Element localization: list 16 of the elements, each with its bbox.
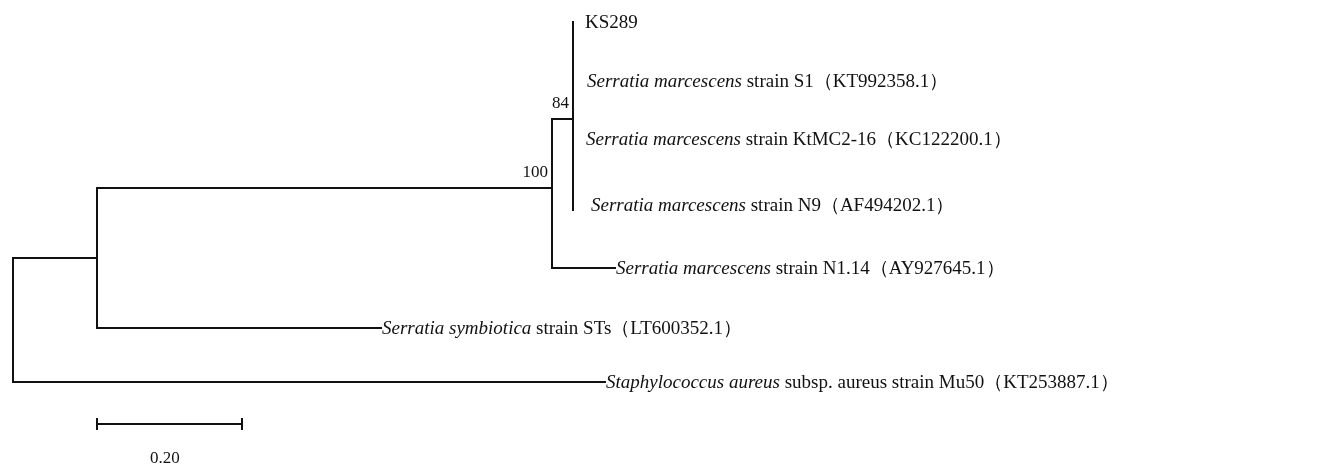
branch-line (12, 381, 607, 383)
taxon-label: Serratia symbiotica strain STs（LT600352.1） (382, 316, 743, 340)
taxon-label: Serratia marcescens strain N1.14（AY927645.1） (616, 256, 1005, 280)
branch-line (96, 327, 383, 329)
branch-line (12, 257, 97, 259)
scale-label: 0.20 (150, 448, 180, 467)
branch-line (551, 267, 617, 269)
bootstrap-value: 84 (552, 93, 569, 113)
bootstrap-value: 100 (522, 162, 548, 182)
taxon-label: Serratia marcescens strain KtMC2-16（KC122200.1） (586, 127, 1012, 151)
branch-line (96, 187, 552, 189)
taxon-label: Serratia marcescens strain S1（KT992358.1） (587, 69, 949, 93)
taxon-label: Staphylococcus aureus subsp. aureus strain Mu50（KT253887.1） (606, 370, 1119, 394)
taxon-label: Serratia marcescens strain N9（AF494202.1） (591, 193, 955, 217)
taxon-label: KS289 (585, 10, 638, 34)
branch-line (551, 118, 573, 120)
